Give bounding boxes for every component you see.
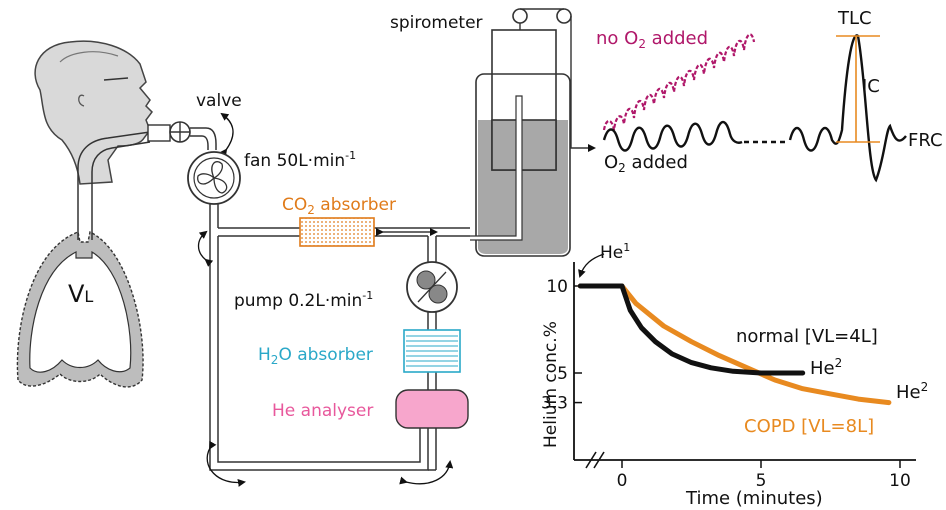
y-tick-label-1: 5 (557, 364, 568, 384)
y-tick-label-2: 3.3 (541, 394, 568, 414)
valve-label: valve (196, 91, 242, 111)
patient-head (34, 40, 153, 185)
series-line-0 (577, 283, 806, 376)
x-tick-label-2: 10 (889, 471, 911, 491)
x-tick-label-1: 5 (756, 471, 767, 491)
pump (406, 261, 458, 313)
x-axis-label: Time (minutes) (685, 488, 823, 509)
o2-added-trace (602, 120, 743, 152)
no-o2-trace (602, 33, 756, 131)
fan (187, 151, 241, 205)
h2o-absorber (403, 329, 461, 373)
lungs: VL (16, 230, 144, 388)
axis-break-1 (585, 451, 597, 469)
series-line-1 (577, 283, 892, 406)
spirometer-label: spirometer (390, 13, 483, 33)
capacity-markers (836, 35, 880, 143)
y-axis-label: Helium conc.% (541, 321, 561, 448)
he-analyser (395, 389, 469, 429)
axis-break-2 (593, 451, 605, 469)
o2-added-label: O2 added (604, 152, 688, 175)
he1-arrow (578, 253, 605, 278)
series-name-0: normal [VL=4L] (736, 326, 878, 347)
series-end-label-1: He2 (896, 380, 928, 403)
vital-capacity-trace (788, 34, 907, 183)
y-tick-label-0: 10 (546, 277, 568, 297)
h2o-absorber-label: H2O absorber (258, 345, 373, 367)
valve (147, 121, 191, 143)
he1-label: He1 (600, 241, 630, 263)
series-end-label-0: He2 (810, 356, 842, 379)
circuit-tubing (190, 127, 470, 471)
co2-absorber (299, 217, 375, 247)
pump-label: pump 0.2L·min-1 (234, 289, 373, 311)
frc-label: FRC (908, 130, 943, 151)
no-o2-label: no O2 added (596, 28, 708, 51)
lung-volume-label: VL (68, 280, 93, 308)
chart-ticks: 0 5 10 10 5 3.3 (541, 277, 911, 491)
series-name-1: COPD [VL=8L] (744, 416, 874, 437)
tlc-label: TLC (837, 8, 872, 29)
x-tick-label-0: 0 (617, 471, 628, 491)
fan-label: fan 50L·min-1 (244, 149, 356, 171)
spirometer (470, 8, 596, 257)
ic-label: IC (862, 76, 880, 97)
co2-absorber-label: CO2 absorber (282, 195, 396, 217)
he-analyser-label: He analyser (272, 401, 373, 421)
